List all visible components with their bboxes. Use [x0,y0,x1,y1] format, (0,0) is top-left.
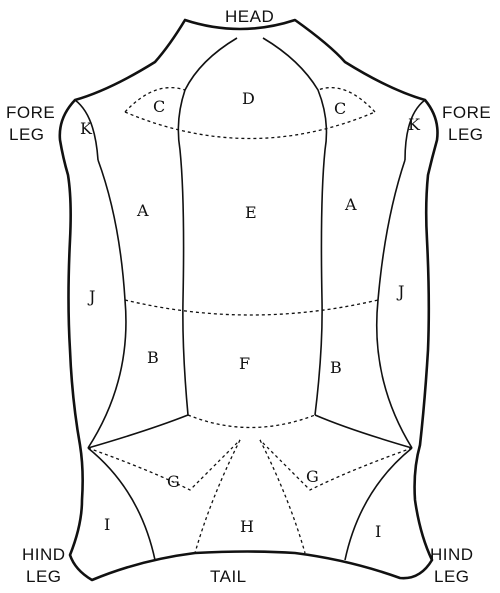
cut-mid-back [124,299,379,316]
region-a-right: A [344,195,357,214]
seam-mid-left [87,414,189,449]
seam-right-flank [375,159,413,449]
region-e: E [245,203,257,222]
region-i-left: I [104,515,110,534]
fore-leg-right-label-2: LEG [448,125,484,144]
tail-label: TAIL [210,567,247,586]
region-g-right: G [306,467,319,486]
region-g-left: G [167,472,180,491]
hind-leg-left-label-1: HIND [22,545,66,564]
fore-leg-right-label-1: FORE [442,103,491,122]
cut-tail-right [259,439,306,554]
cut-tail-left [194,439,241,554]
seam-left-spine [177,37,238,416]
hind-leg-right-label-1: HIND [430,545,474,564]
seam-hind-right [344,447,413,561]
hide-outline [58,18,439,582]
region-j-right: J [396,282,404,301]
seam-shoulder-left [74,99,99,161]
region-h: H [240,517,254,536]
fore-leg-left-label-1: FORE [6,103,55,122]
region-f: F [239,354,250,373]
region-i-right: I [375,522,381,541]
region-k-right: K [408,115,421,134]
seam-hind-left [87,447,156,561]
cut-neck-right [317,86,376,113]
region-b-left: B [147,348,159,367]
region-j-left: J [87,287,95,306]
cut-head-curve [124,111,376,140]
cut-rump-right [259,439,413,491]
region-b-right: B [330,358,342,377]
seam-mid-right [314,414,413,449]
head-label: HEAD [225,7,274,26]
seam-shoulder-right [404,99,426,161]
hind-leg-left-label-2: LEG [26,567,62,586]
hind-leg-right-label-2: LEG [434,567,470,586]
region-c-right: C [334,99,346,118]
region-k-left: K [80,119,93,138]
fore-leg-left-label-2: LEG [9,125,45,144]
region-d: D [242,89,255,108]
seam-right-spine [262,37,328,416]
cut-loin [187,414,316,429]
region-a-left: A [136,201,149,220]
cut-neck-left [124,86,186,113]
region-c-left: C [153,97,165,116]
cut-rump-left [87,439,241,491]
